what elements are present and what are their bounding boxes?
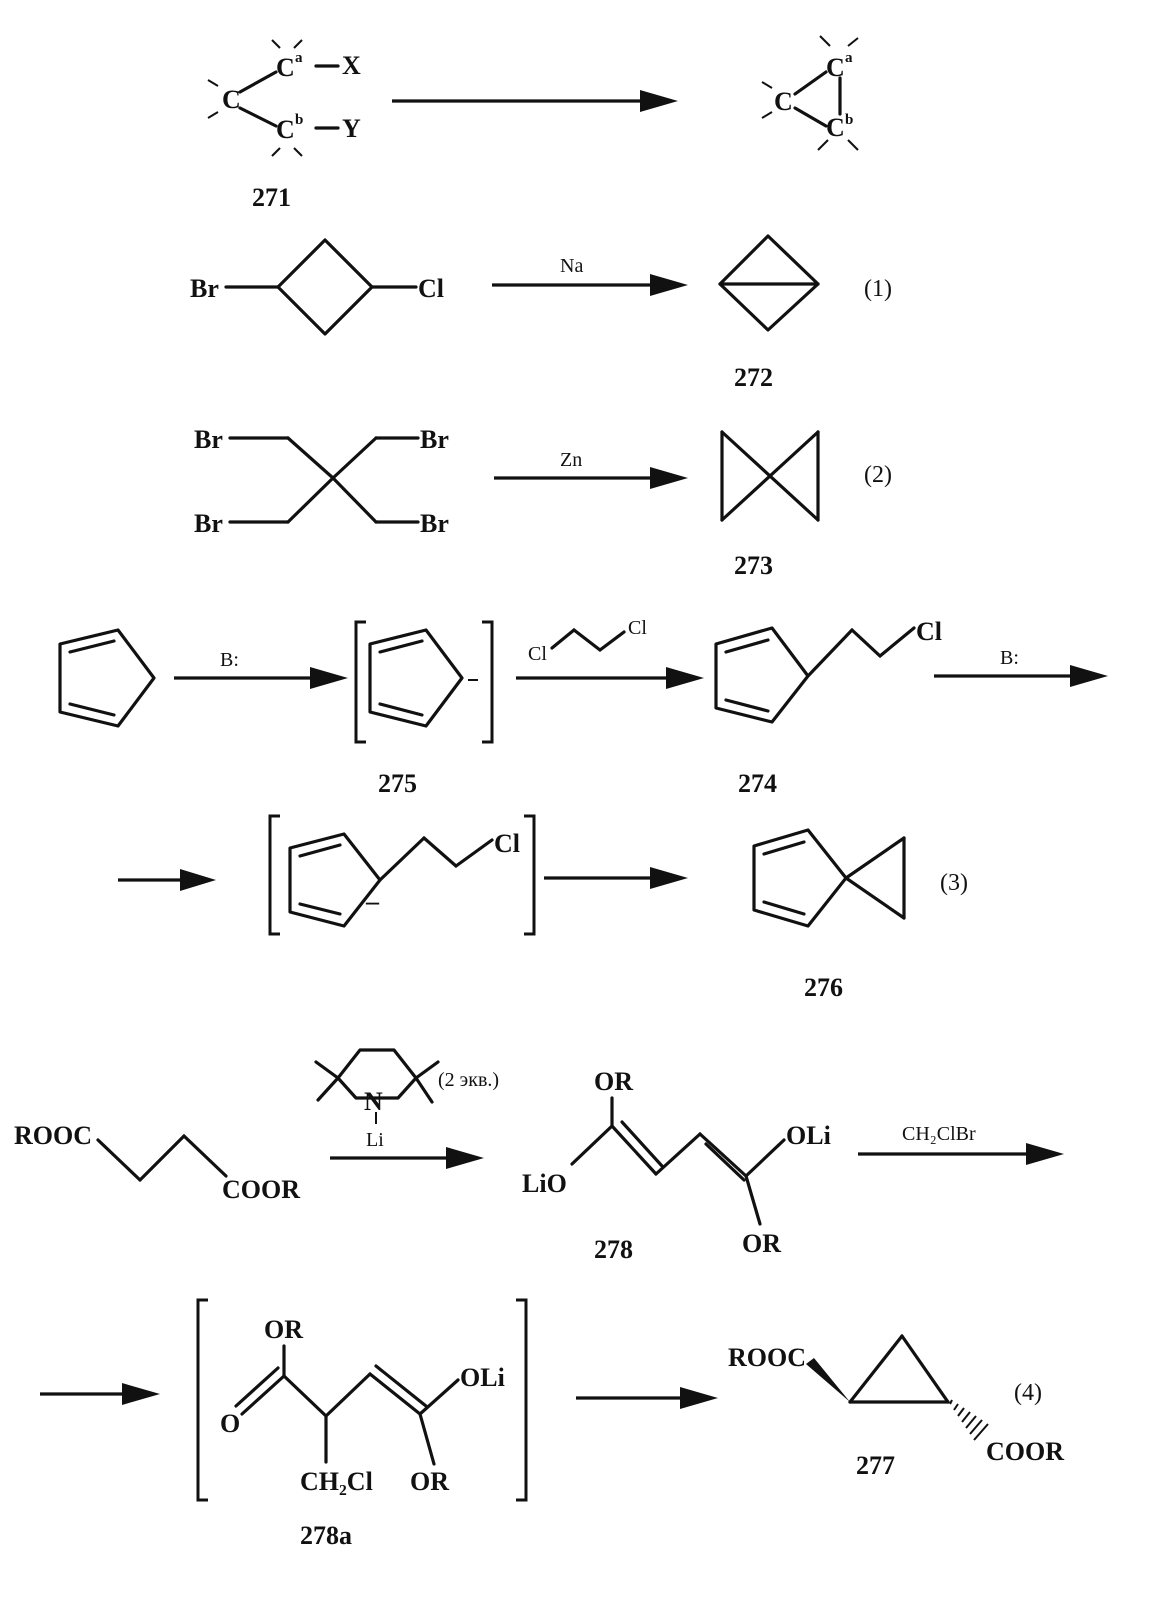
eq3-anion-charge: –: [365, 887, 380, 916]
cp-ca: C: [826, 53, 845, 82]
label-272: 272: [734, 363, 773, 392]
general-y: Y: [342, 114, 361, 143]
dienolate-278: OR LiO OLi OR: [522, 1067, 831, 1258]
eq1-arrow: Na: [492, 255, 688, 296]
hashed-bond: [949, 1399, 989, 1441]
ltmp-n: N: [364, 1087, 383, 1116]
eq1-br: Br: [190, 274, 219, 303]
eq3-number: (3): [940, 870, 968, 896]
eq2-br-1: Br: [194, 425, 223, 454]
dienolate-oli: OLi: [786, 1121, 831, 1150]
eq2-br-3: Br: [194, 509, 223, 538]
int-ch2cl: CH₂Cl: [300, 1467, 373, 1496]
ltmp-li: Li: [366, 1129, 384, 1151]
spiropentane: [720, 430, 820, 522]
equation-1: Br Cl Na 272 (1): [190, 234, 892, 392]
eq4-reagent: CH₂ClBr: [902, 1123, 976, 1145]
glutarate-rooc: ROOC: [14, 1121, 92, 1150]
equation-3: B: 275 Cl Cl Cl: [58, 617, 1108, 1002]
general-ca: C: [276, 53, 295, 82]
cyclopentadiene: [58, 628, 156, 728]
int-or-bottom: OR: [410, 1467, 449, 1496]
int-o: O: [220, 1409, 240, 1438]
eq1-reagent: Na: [560, 255, 583, 277]
general-ca-sup: a: [295, 50, 303, 66]
dienolate-or-bottom: OR: [742, 1229, 781, 1258]
int-or-top: OR: [264, 1315, 303, 1344]
label-278: 278: [594, 1235, 633, 1264]
eq3-reagent2-cl-1: Cl: [528, 643, 547, 665]
eq3-reagent-3: B:: [1000, 647, 1019, 669]
eq4-arrow-3: [40, 1383, 160, 1405]
bicyclobutane: [718, 234, 820, 332]
glutarate-coor: COOR: [222, 1175, 300, 1204]
general-arrow: [392, 90, 678, 112]
eq4-number: (4): [1014, 1380, 1042, 1406]
equation-4: ROOC COOR N Li (2 экв.): [14, 1048, 1064, 1550]
eq3-product-cl: Cl: [916, 617, 942, 646]
eq3-reagent2-cl-2: Cl: [628, 617, 647, 639]
cp-cb-sup: b: [845, 112, 853, 128]
eq4-arrow-4: [576, 1387, 718, 1409]
label-278a: 278a: [300, 1521, 352, 1550]
general-x: X: [342, 51, 361, 80]
eq2-number: (2): [864, 462, 892, 488]
equation-2: Br Br Br Br Zn 273 (2): [194, 425, 892, 580]
cyclopentadienyl-anion: [354, 620, 494, 744]
label-273: 273: [734, 551, 773, 580]
eq3-reagent-1: B:: [220, 649, 239, 671]
eq3-arrow-1: B:: [174, 649, 348, 689]
general-cb: C: [276, 115, 295, 144]
general-scheme: C C a C b X Y 271 C C a C b: [207, 35, 859, 212]
chloroethyl-cyclopentadienyl-anion: Cl –: [268, 814, 536, 936]
eq2-reagent: Zn: [560, 449, 582, 471]
label-274: 274: [738, 769, 777, 798]
label-277: 277: [856, 1451, 895, 1480]
bromochlorocyclobutane: Br Cl: [190, 238, 444, 336]
general-c: C: [222, 85, 241, 114]
dienolate-lio: LiO: [522, 1169, 567, 1198]
cyclopropane-general: C C a C b: [761, 35, 859, 151]
label-271: 271: [252, 183, 291, 212]
dialkyl-glutarate: ROOC COOR: [14, 1121, 300, 1204]
eq3-arrow-2: Cl Cl: [516, 617, 704, 689]
eq3-arrow-4: [118, 869, 216, 891]
cyclopropane-diester-277: ROOC COOR: [728, 1334, 1064, 1466]
eq1-cl: Cl: [418, 274, 444, 303]
eq4-arrow-1: [330, 1147, 484, 1169]
eq3-arrow-5: [544, 867, 688, 889]
structure-271: C C a C b X Y: [207, 39, 361, 157]
cp-cb: C: [826, 113, 845, 142]
spiroheptadiene: [752, 828, 906, 928]
eq2-br-2: Br: [420, 425, 449, 454]
eq2-br-4: Br: [420, 509, 449, 538]
tetrakis-bromomethyl-methane: Br Br Br Br: [194, 425, 449, 538]
dienolate-or-top: OR: [594, 1067, 633, 1096]
prod-rooc: ROOC: [728, 1343, 806, 1372]
eq2-arrow: Zn: [494, 449, 688, 489]
int-oli: OLi: [460, 1363, 505, 1392]
eq3-arrow-3: B:: [934, 647, 1108, 687]
prod-coor: COOR: [986, 1437, 1064, 1466]
eq1-number: (1): [864, 276, 892, 302]
chloroethyl-cyclopentadiene: Cl: [714, 617, 942, 724]
eq4-arrow-2: CH₂ClBr: [858, 1123, 1064, 1165]
label-275: 275: [378, 769, 417, 798]
ltmp-equiv: (2 экв.): [438, 1069, 499, 1091]
general-cb-sup: b: [295, 112, 303, 128]
label-276: 276: [804, 973, 843, 1002]
eq3-anion-cl: Cl: [494, 829, 520, 858]
cp-c: C: [774, 87, 793, 116]
cp-ca-sup: a: [845, 50, 853, 66]
intermediate-278a: OR O OLi CH₂Cl OR: [196, 1298, 528, 1502]
lithium-tetramethylpiperidide: N Li (2 экв.): [314, 1048, 499, 1151]
